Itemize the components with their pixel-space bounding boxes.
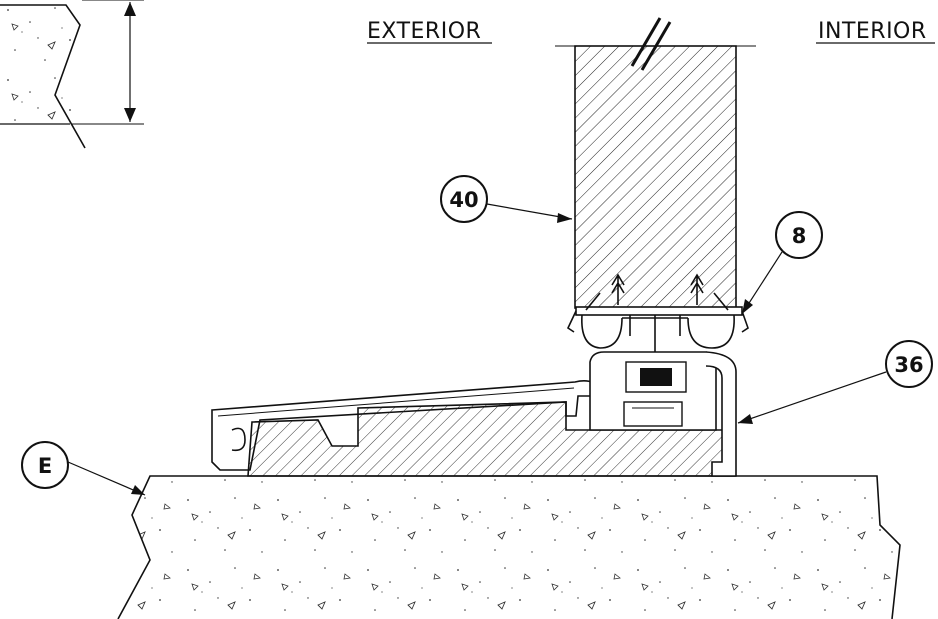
interior-label: INTERIOR (818, 19, 927, 44)
orientation-labels: EXTERIOR INTERIOR (367, 19, 935, 44)
callout-40: 40 (440, 175, 573, 223)
callout-36-text: 36 (894, 353, 923, 377)
callout-40-text: 40 (449, 188, 478, 212)
door-leaf (555, 17, 756, 309)
callout-36: 36 (737, 340, 933, 424)
weatherstrip (566, 273, 749, 360)
callout-8-text: 8 (792, 224, 807, 248)
exterior-label: EXTERIOR (367, 19, 481, 44)
callout-E-text: E (38, 454, 52, 478)
callout-8: 8 (741, 211, 823, 315)
callout-E: E (21, 441, 146, 496)
floor-slab (117, 475, 901, 619)
threshold (211, 351, 737, 477)
detail-fragment (0, 0, 144, 149)
